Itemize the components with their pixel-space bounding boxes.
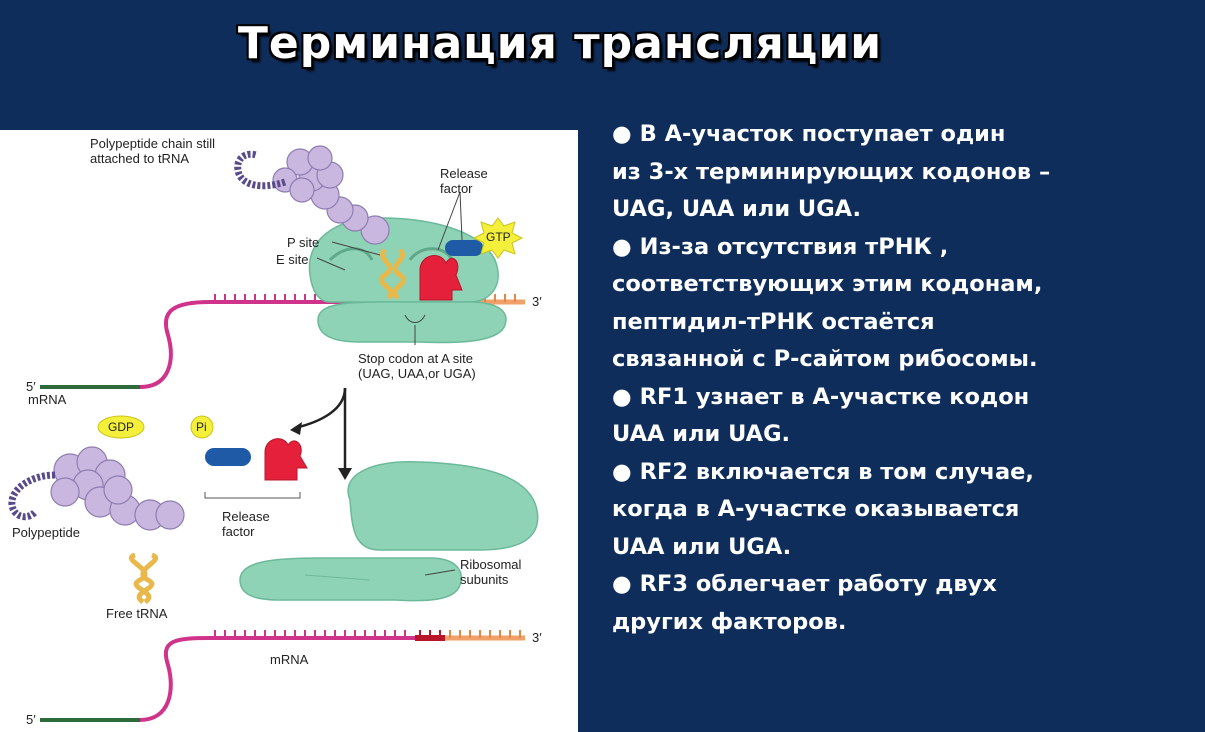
release-factor-top — [419, 255, 463, 301]
arrow-curved — [294, 387, 347, 430]
bullet-dot-icon: ● — [612, 383, 632, 410]
mrna-strand-bottom — [40, 636, 525, 722]
bullet-item: ●RF1 узнает в А-участке кодон — [612, 383, 1030, 410]
label-release-factor-bottom: Release factor — [222, 509, 270, 539]
label-free-trna: Free tRNA — [106, 606, 168, 621]
trna-p-site — [379, 248, 406, 300]
bullet-line: UAG, UAA или UGA. — [612, 196, 862, 222]
polypeptide-tail-free — [8, 471, 56, 521]
bullet-dot-icon: ● — [612, 571, 632, 597]
bullet-dot-icon: ● — [612, 233, 632, 260]
gdp-oval — [97, 415, 145, 439]
bullet-item: ●RF3 облегчает работу двух — [612, 571, 997, 597]
bullet-line: из 3-х терминирующих кодонов – — [612, 158, 1051, 185]
mrna-codon-ticks-bottom — [214, 630, 521, 638]
bullet-list: ●В А-участок поступает один из 3-х терми… — [612, 116, 1202, 641]
bullet-item: ●Из-за отсутствия тРНК , — [612, 233, 949, 260]
mrna-strand-top — [40, 300, 525, 389]
label-five-prime-top: 5′ — [26, 379, 36, 394]
label-mrna-top: mRNA — [28, 392, 67, 407]
label-polypeptide-chain: Polypeptide chain still attached to tRNA — [90, 136, 216, 166]
label-gtp: GTP — [486, 230, 511, 244]
bullet-item: ●В А-участок поступает один — [612, 121, 1006, 147]
label-three-prime-bottom: 3′ — [532, 630, 542, 645]
gtp-star — [472, 217, 524, 259]
pi-oval — [190, 415, 214, 439]
ribosome-large-subunit — [308, 217, 499, 303]
bullet-line: других факторов. — [612, 608, 847, 635]
polypeptide-chain-top — [272, 145, 390, 245]
bullet-line: соответствующих этим кодонам, — [612, 271, 1043, 297]
bullet-line: UAA или UAG. — [612, 421, 791, 447]
bullet-line: когда в А-участке оказывается — [612, 496, 1020, 522]
bullet-line: связанной с Р-сайтом рибосомы. — [612, 346, 1038, 372]
ribosome-large-subunit-free — [347, 461, 539, 551]
rf3-blue-released — [205, 448, 251, 466]
label-pi: Pi — [196, 420, 207, 434]
label-five-prime-bottom: 5′ — [26, 712, 36, 727]
translation-termination-diagram: Polypeptide chain still attached to tRNA… — [0, 130, 578, 732]
release-factor-released — [264, 438, 308, 481]
label-ribosomal-subunits: Ribosomal subunits — [460, 557, 522, 587]
polypeptide-free — [50, 446, 185, 531]
label-mrna-bottom: mRNA — [270, 652, 309, 667]
bullet-line: пептидил-тРНК остаётся — [612, 308, 935, 335]
bullet-dot-icon: ● — [612, 458, 632, 485]
label-three-prime-top: 3′ — [532, 294, 542, 309]
slide-title: Терминация трансляции — [237, 18, 883, 69]
bullet-item: ●RF2 включается в том случае, — [612, 458, 1034, 485]
label-gdp: GDP — [108, 420, 135, 434]
label-release-factor-top: Release factor — [440, 166, 488, 196]
bullet-dot-icon: ● — [612, 121, 632, 147]
label-stop-codon: Stop codon at A site (UAG, UAA,or UGA) — [358, 351, 476, 381]
label-p-site: P site — [287, 235, 320, 250]
diagram-illustration — [8, 145, 539, 722]
polypeptide-tail-top — [234, 150, 287, 190]
label-polypeptide: Polypeptide — [12, 525, 80, 540]
free-trna — [129, 552, 158, 605]
ribosome-small-subunit-free — [239, 557, 462, 602]
rf3-blue-top — [445, 240, 483, 256]
bullet-line: UAA или UGA. — [612, 533, 792, 560]
label-e-site: E site — [276, 252, 309, 267]
